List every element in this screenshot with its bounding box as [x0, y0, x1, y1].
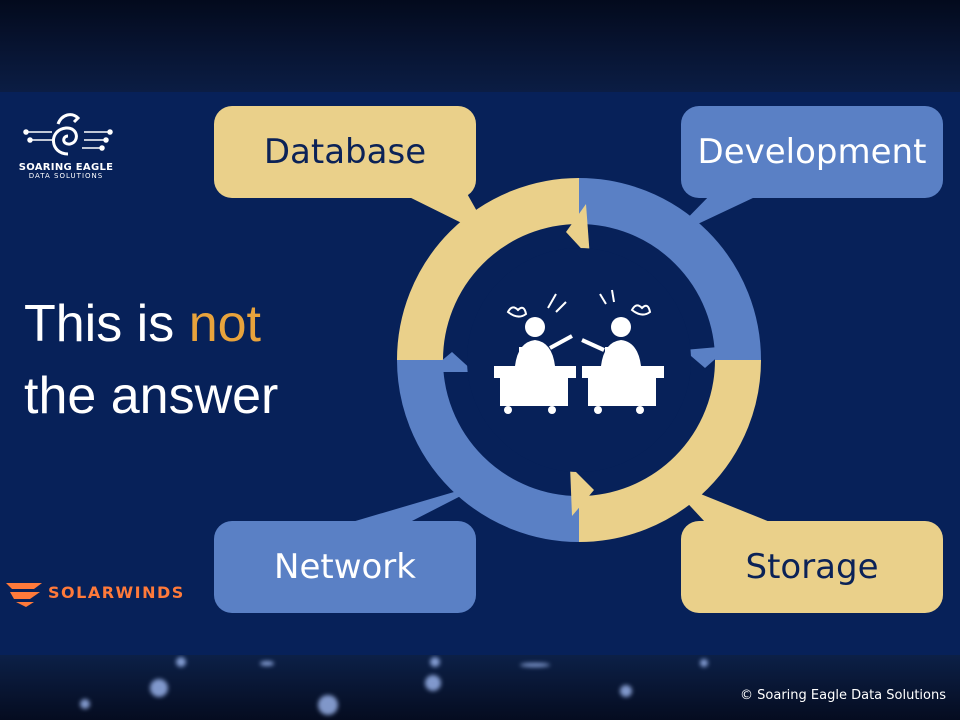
- solarwinds-logo-icon: [6, 583, 42, 607]
- network-box: Network: [214, 521, 476, 613]
- ring-segment-database: [397, 178, 580, 361]
- arguing-developers-icon: [494, 289, 664, 414]
- storage-box: Storage: [681, 521, 943, 613]
- arrow-head-left: [428, 352, 474, 372]
- arrow-head-top: [566, 204, 590, 258]
- ring-segment-storage: [578, 359, 761, 542]
- eagle-logo-title: SOARING EAGLE: [18, 162, 114, 173]
- soaring-eagle-logo-icon: [23, 113, 113, 156]
- ring-segment-development: [578, 178, 761, 361]
- solarwinds-logo-text: SOLARWINDS: [48, 583, 185, 602]
- headline-line-2: the answer: [24, 367, 279, 425]
- headline: This is not the answer: [24, 288, 384, 432]
- database-box: Database: [214, 106, 476, 198]
- center-circle: [467, 248, 691, 472]
- bottom-background-band: [0, 655, 960, 720]
- copyright-text: © Soaring Eagle Data Solutions: [740, 688, 946, 703]
- headline-highlight: not: [188, 295, 261, 353]
- top-background-band: [0, 0, 960, 92]
- headline-part-1: This is: [24, 295, 189, 353]
- arrow-head-right: [684, 346, 730, 368]
- development-box: Development: [681, 106, 943, 198]
- ring-segment-network: [397, 359, 580, 542]
- arrow-head-bottom: [570, 466, 594, 516]
- eagle-logo-subtitle: DATA SOLUTIONS: [28, 172, 104, 180]
